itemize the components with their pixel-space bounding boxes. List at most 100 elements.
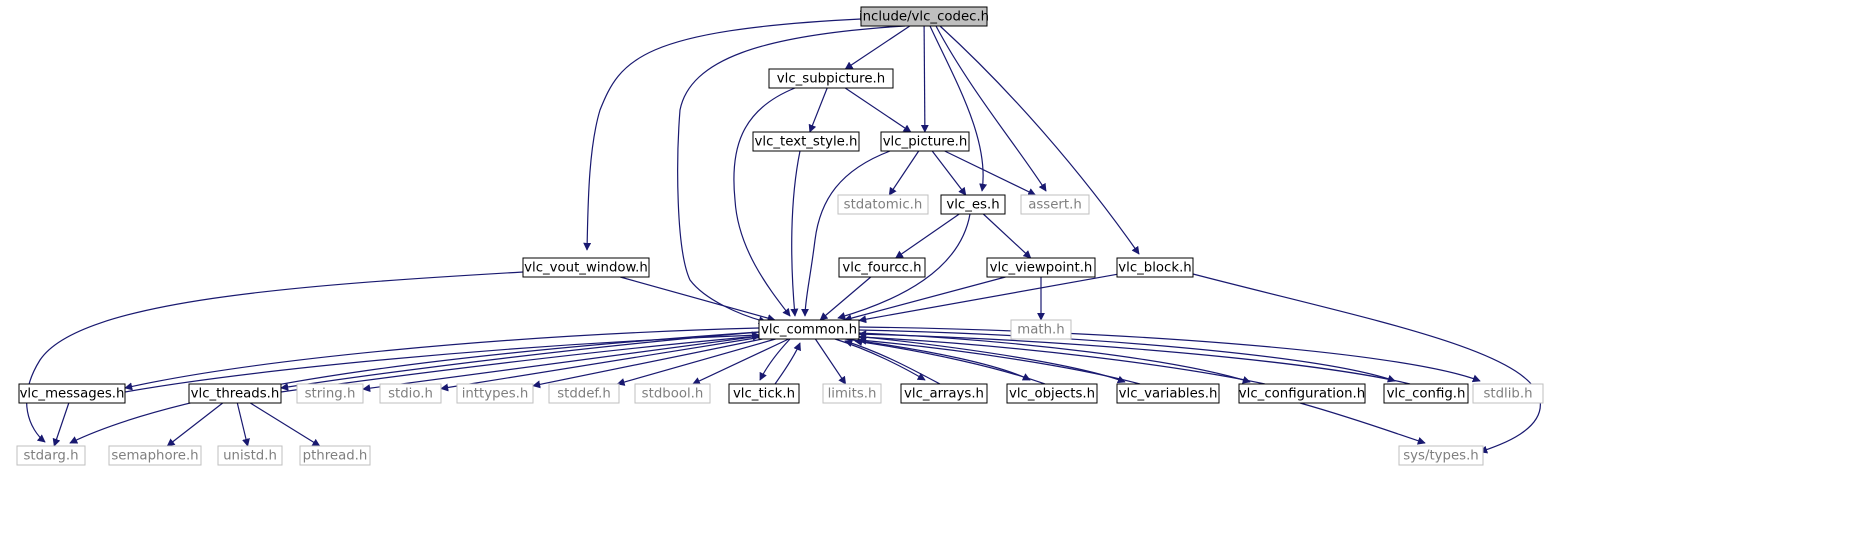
edge-vlc-text-style-h-to-vlc-common-h [790,150,801,317]
node-vlc-threads-h[interactable]: vlc_threads.h [188,383,282,404]
edge-vlc-common-h-to-string-h [362,335,760,393]
node-label: vlc_tick.h [733,387,795,402]
node-vlc-arrays-h[interactable]: vlc_arrays.h [900,383,988,404]
node-vlc-subpicture-h[interactable]: vlc_subpicture.h [768,68,894,89]
node-vlc-objects-h[interactable]: vlc_objects.h [1006,383,1098,404]
node-box [1238,383,1366,404]
node-label: semaphore.h [111,449,198,464]
node-vlc-text-style-h[interactable]: vlc_text_style.h [752,131,860,152]
node-box [860,6,988,27]
header-nodes: include/vlc_codec.h vlc_subpicture.h vlc_t… [16,6,1544,466]
edge-vlc-common-h-to-stdio-h [440,336,760,392]
node-vlc-tick-h[interactable]: vlc_tick.h [728,383,800,404]
edge-vlc-codec-h-to-vlc-common-h [677,25,906,324]
node-label: math.h [1017,323,1064,338]
edge-vlc-picture-h-to-vlc-common-h [801,150,891,317]
edge-vlc-es-h-to-vlc-fourcc-h [895,213,960,259]
node-box [18,383,126,404]
node-vlc-config-h[interactable]: vlc_config.h [1383,383,1469,404]
node-box [522,257,650,278]
edge-vlc-variables-h-to-vlc-common-h [858,336,1141,385]
node-box [1116,383,1220,404]
edge-vlc-codec-h-to-vlc-subpicture-h [844,25,911,70]
edge-vlc-picture-h-to-stdatomic-h [888,150,920,196]
edge-vlc-common-h-to-vlc-config-h [858,329,1396,383]
node-vlc-codec-h[interactable]: include/vlc_codec.h [859,6,989,27]
node-box [299,445,371,466]
node-label: inttypes.h [462,387,529,402]
node-box [728,383,800,404]
node-box [900,383,988,404]
node-vlc-picture-h[interactable]: vlc_picture.h [880,131,970,152]
node-vlc-fourcc-h[interactable]: vlc_fourcc.h [838,257,926,278]
edge-vlc-subpicture-h-to-vlc-common-h [733,87,796,317]
node-stdarg-h: stdarg.h [16,445,86,466]
node-stddef-h: stddef.h [548,383,620,404]
node-label: vlc_objects.h [1009,387,1095,402]
edge-vlc-common-h-to-vlc-messages-h [124,327,760,391]
edge-vlc-configuration-h-to-vlc-common-h [858,333,1266,385]
edge-vlc-codec-h-to-vlc-vout-window-h [583,18,862,251]
edge-vlc-common-h-to-stdbool-h [692,338,789,385]
node-sys-types-h: sys/types.h [1398,445,1484,466]
node-box [986,257,1096,278]
edge-vlc-common-h-to-vlc-tick-h [759,338,791,381]
edge-vlc-threads-h-to-semaphore-h [166,402,224,447]
node-label: include/vlc_codec.h [859,10,989,25]
node-semaphore-h: semaphore.h [108,445,202,466]
node-box [1398,445,1484,466]
node-box [1116,257,1194,278]
node-label: stdio.h [388,387,433,402]
edge-vlc-common-h-to-vlc-threads-h [280,331,761,391]
node-label: limits.h [828,387,877,402]
edge-vlc-vout-window-h-to-vlc-common-h [620,276,776,322]
node-box [768,68,894,89]
node-vlc-vout-window-h[interactable]: vlc_vout_window.h [522,257,650,278]
node-assert-h: assert.h [1020,194,1090,215]
node-vlc-block-h[interactable]: vlc_block.h [1116,257,1194,278]
node-string-h: string.h [296,383,364,404]
edge-vlc-threads-h-to-unistd-h [236,402,250,447]
edge-vlc-common-h-to-stddef-h [616,338,776,386]
node-box [548,383,620,404]
node-box [379,383,442,404]
edge-vlc-common-h-to-vlc-variables-h [854,335,1126,384]
node-label: vlc_block.h [1118,261,1191,276]
edge-vlc-block-h-to-sys-types-h [1192,273,1541,454]
node-pthread-h: pthread.h [299,445,371,466]
edge-vlc-vout-window-h-to-stdarg-h [26,271,524,443]
node-label: stddef.h [557,387,611,402]
node-box [758,319,860,340]
node-label: vlc_arrays.h [904,387,984,402]
node-label: vlc_text_style.h [755,135,858,150]
node-vlc-configuration-h[interactable]: vlc_configuration.h [1238,383,1366,404]
node-box [108,445,202,466]
node-box [838,257,926,278]
node-box [1383,383,1469,404]
node-label: vlc_messages.h [20,387,125,402]
node-box [837,194,929,215]
node-vlc-viewpoint-h[interactable]: vlc_viewpoint.h [986,257,1096,278]
node-vlc-common-h[interactable]: vlc_common.h [758,319,860,340]
edge-vlc-viewpoint-h-to-vlc-common-h [843,276,1006,323]
edge-vlc-messages-h-to-stdarg-h [52,402,70,447]
node-box [940,194,1006,215]
node-vlc-variables-h[interactable]: vlc_variables.h [1116,383,1220,404]
node-stdlib-h: stdlib.h [1472,383,1544,404]
node-stdio-h: stdio.h [379,383,442,404]
node-label: vlc_configuration.h [1239,387,1365,402]
node-vlc-es-h[interactable]: vlc_es.h [940,194,1006,215]
edge-vlc-picture-h-to-assert-h [944,150,1037,196]
node-label: vlc_picture.h [883,135,968,150]
edge-vlc-es-h-to-vlc-viewpoint-h [982,213,1032,259]
node-vlc-messages-h[interactable]: vlc_messages.h [18,383,126,404]
node-box [1010,319,1072,340]
node-box [188,383,282,404]
node-box [752,131,860,152]
edge-vlc-fourcc-h-to-vlc-common-h [819,276,872,321]
node-box [456,383,534,404]
edge-vlc-objects-h-to-vlc-common-h [854,338,1046,385]
node-label: pthread.h [303,449,368,464]
node-label: vlc_config.h [1387,387,1466,402]
